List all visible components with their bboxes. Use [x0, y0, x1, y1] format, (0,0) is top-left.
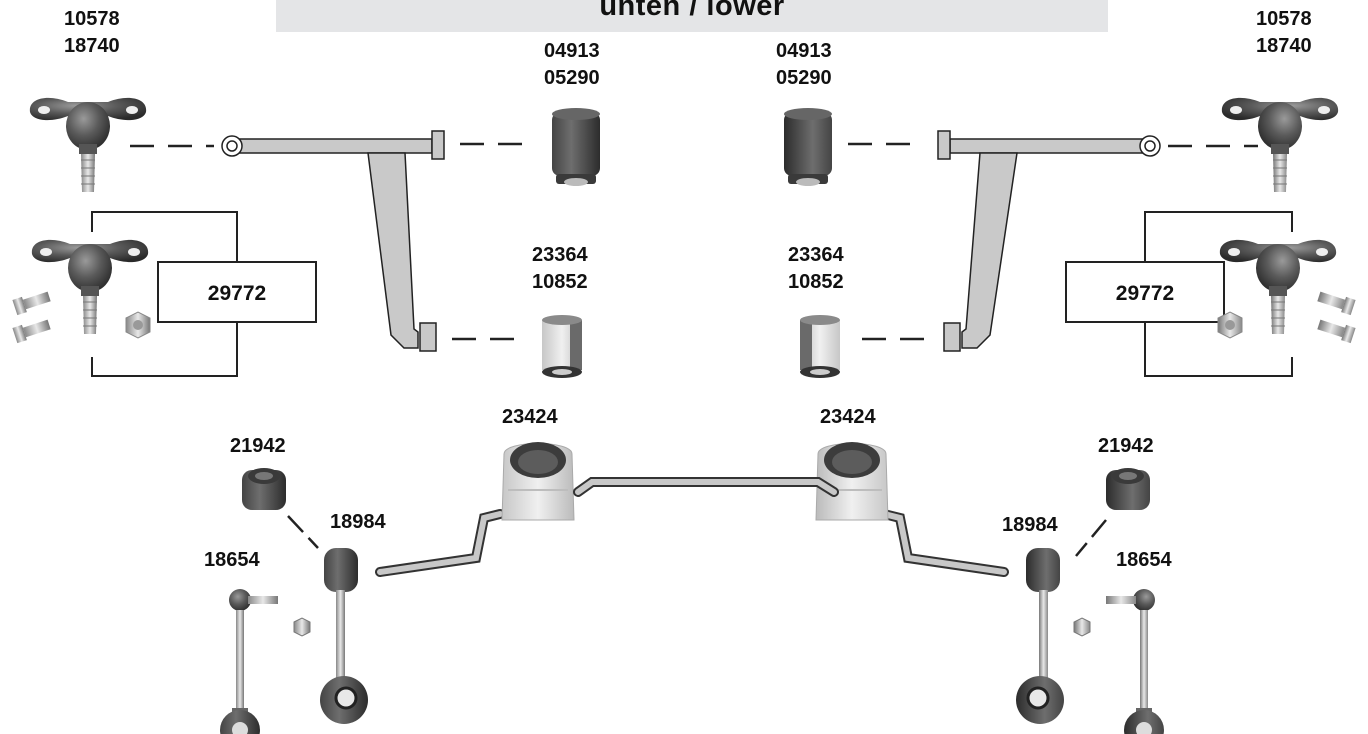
right-kit-bracket [1144, 211, 1293, 377]
left-control-arm [221, 130, 445, 352]
right-control-arm [937, 130, 1161, 352]
right-link-bushing [1106, 468, 1150, 510]
left-rear-bushing [542, 315, 582, 378]
part-number: 10852 [532, 271, 588, 293]
right-long-link-number: 18984 [1002, 514, 1058, 536]
left-kit-number-box [157, 261, 317, 323]
left-link-bushing [242, 468, 286, 510]
left-side: 29772 [12, 97, 600, 734]
right-ball-joint [1221, 97, 1339, 193]
left-short-link [219, 588, 311, 734]
part-number: 10578 [1256, 8, 1312, 30]
left-ball-joint-kit [12, 240, 150, 343]
left-stabilizer-mount [501, 441, 575, 521]
right-rear-bushing [800, 315, 840, 378]
left-ball-joint [29, 97, 147, 193]
part-number: 18740 [1256, 35, 1312, 57]
left-kit-number: 29772 [208, 282, 266, 305]
left-rear-bushing-numbers: 23364 10852 [532, 242, 588, 296]
right-link-bushing-number: 21942 [1098, 435, 1154, 457]
left-leader-lines [130, 142, 534, 549]
left-link-bushing-number: 21942 [230, 435, 286, 457]
right-side: 29772 [784, 97, 1356, 734]
title-banner: unten / lower [276, 0, 1108, 32]
right-front-bushing-numbers: 04913 05290 [776, 38, 832, 92]
part-number: 18740 [64, 35, 120, 57]
part-number: 10852 [788, 271, 844, 293]
right-long-link [1014, 546, 1066, 726]
right-front-bushing [784, 108, 832, 186]
left-kit-bracket [91, 211, 238, 377]
part-number: 23364 [532, 244, 588, 266]
right-ball-joint-numbers: 10578 18740 [1256, 6, 1312, 60]
left-long-link [318, 546, 370, 726]
banner-title: unten / lower [599, 0, 785, 22]
part-number: 05290 [776, 67, 832, 89]
right-kit-number-box [1065, 261, 1225, 323]
right-stabilizer-mount-number: 23424 [820, 406, 876, 428]
left-stabilizer-mount-number: 23424 [502, 406, 558, 428]
right-kit-number: 29772 [1116, 282, 1174, 305]
left-short-link-number: 18654 [204, 549, 260, 571]
left-front-bushing-numbers: 04913 05290 [544, 38, 600, 92]
right-ball-joint-kit [1218, 240, 1356, 343]
right-stabilizer-mount [815, 441, 889, 521]
part-number: 04913 [776, 40, 832, 62]
right-short-link [1073, 588, 1165, 734]
part-number: 23364 [788, 244, 844, 266]
right-rear-bushing-numbers: 23364 10852 [788, 242, 844, 296]
part-number: 05290 [544, 67, 600, 89]
part-number: 04913 [544, 40, 600, 62]
right-short-link-number: 18654 [1116, 549, 1172, 571]
left-front-bushing [552, 108, 600, 186]
left-long-link-number: 18984 [330, 511, 386, 533]
part-number: 10578 [64, 8, 120, 30]
right-leader-lines [848, 142, 1258, 557]
left-ball-joint-numbers: 10578 18740 [64, 6, 120, 60]
